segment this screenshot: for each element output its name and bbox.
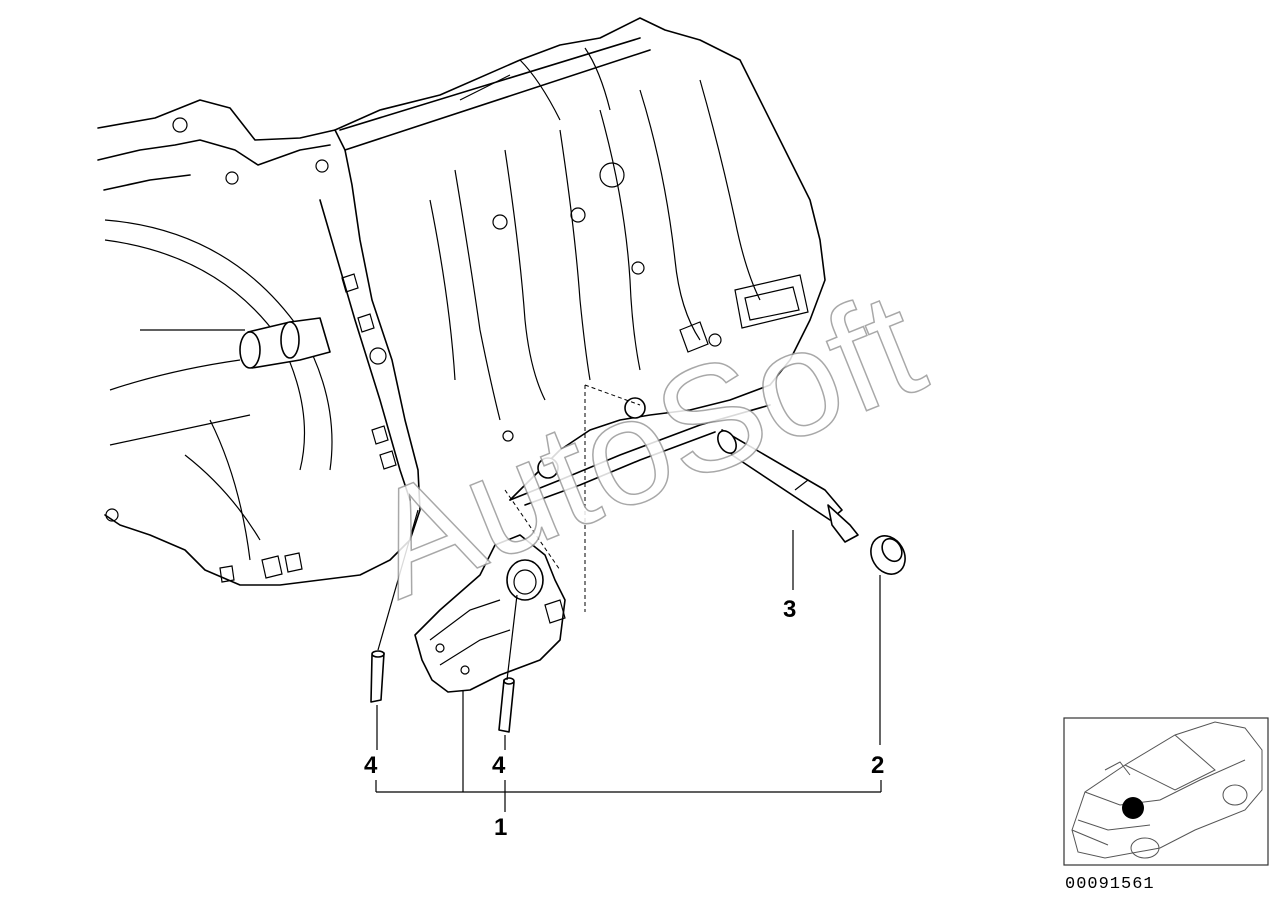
part-3-selector-shaft (509, 404, 859, 543)
part-2-seal-ring (870, 535, 906, 575)
callout-3: 3 (783, 596, 796, 623)
vehicle-location-inset (1063, 717, 1269, 866)
leader-lines (375, 509, 882, 812)
part-1-position-switch (414, 534, 566, 693)
location-marker (1122, 797, 1144, 819)
callout-4-right: 4 (492, 752, 506, 779)
callout-1: 1 (494, 814, 507, 841)
transmission-housing (97, 17, 826, 612)
image-code: 00091561 (1065, 875, 1155, 894)
watermark: AutoSoft (347, 258, 943, 629)
part-4-dowel-pins (370, 650, 515, 733)
callout-2: 2 (871, 752, 884, 779)
callout-4-left: 4 (364, 752, 378, 779)
